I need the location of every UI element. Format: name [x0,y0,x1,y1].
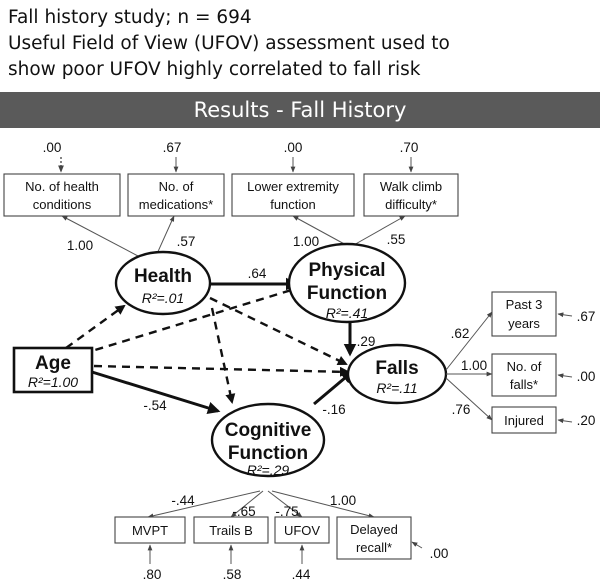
loading-line-delayed [271,490,375,518]
svg-text:Past 3: Past 3 [506,297,543,312]
coef-age-cognitive: -.54 [143,398,167,413]
finding-line: show poor UFOV highly correlated to fall… [8,59,421,80]
error-arrow-past3 [557,312,573,318]
path-health-cognitive [210,307,236,404]
svg-text:difficulty*: difficulty* [385,197,437,212]
loading-delayed: 1.00 [330,493,356,508]
error-arrow-delayed [411,541,423,549]
error-arrow-injured [557,418,573,424]
svg-text:Delayed: Delayed [350,522,398,537]
results-banner: Results - Fall History [0,92,600,128]
coef-cognitive-falls: -.16 [322,402,345,417]
svg-text:R²=.29: R²=.29 [247,462,290,478]
path-cognitive-falls [313,370,354,406]
error-past3: .67 [577,309,596,324]
loading-mvpt: -.44 [171,493,195,508]
coef-physical-falls: .29 [357,334,376,349]
header: Fall history study; n = 694 Useful Field… [0,0,600,92]
loading-line-past3 [445,311,493,371]
indicator-nfalls: No. of falls* [491,353,557,397]
construct-physical-function: Physical Function R²=.41 [287,242,407,324]
path-diagram: .00 .67 .00 .70 No. of health conditions… [3,140,596,582]
loading-walk-climb: .55 [387,232,406,247]
loading-line-ufov [267,490,303,518]
indicator-medications: No. of medications* [127,173,225,217]
loading-line-health-conditions [61,215,139,257]
loading-injured: .76 [452,402,471,417]
svg-text:Cognitive: Cognitive [225,420,312,441]
construct-cognitive-function: Cognitive Function R²=.29 [210,402,326,478]
indicator-delayed-recall: Delayed recall* [336,516,412,560]
indicator-ufov: UFOV [274,516,330,544]
svg-text:R²=.41: R²=.41 [326,305,368,321]
svg-text:Function: Function [228,443,308,464]
svg-text:Health: Health [134,266,192,287]
error-lower-extremity: .00 [284,140,303,155]
svg-text:MVPT: MVPT [132,523,168,538]
error-nfalls: .00 [577,369,596,384]
svg-text:Falls: Falls [375,358,418,379]
error-arrow-nfalls [557,373,573,379]
svg-text:R²=.11: R²=.11 [376,380,417,396]
error-trailsb: .58 [223,567,242,582]
loading-nfalls: 1.00 [461,358,487,373]
indicator-past3: Past 3 years [491,291,557,337]
path-age-physical [81,285,300,356]
error-medications: .67 [163,140,182,155]
svg-text:Injured: Injured [504,413,544,428]
svg-text:Lower extremity: Lower extremity [247,179,339,194]
svg-text:Trails B: Trails B [209,523,253,538]
svg-text:Age: Age [35,353,71,374]
svg-text:No. of: No. of [159,179,194,194]
svg-text:conditions: conditions [33,197,92,212]
error-injured: .20 [577,413,596,428]
indicator-health-conditions: No. of health conditions [3,173,121,217]
loading-line-injured [445,377,493,421]
assessment-line: Useful Field of View (UFOV) assessment u… [8,33,450,54]
svg-text:No. of health: No. of health [25,179,99,194]
loading-line-trailsb [230,490,264,518]
error-ufov: .44 [292,567,311,582]
svg-text:UFOV: UFOV [284,523,320,538]
svg-text:recall*: recall* [356,540,392,555]
svg-text:medications*: medications* [139,197,213,212]
indicator-trails-b: Trails B [193,516,269,544]
error-walk-climb: .70 [400,140,419,155]
svg-text:No. of: No. of [507,359,542,374]
loading-trailsb: -.65 [232,504,255,519]
construct-falls: Falls R²=.11 [346,343,448,405]
svg-text:years: years [508,316,540,331]
svg-text:Walk climb: Walk climb [380,179,442,194]
svg-text:Function: Function [307,283,387,304]
study-line: Fall history study; n = 694 [8,7,252,28]
loading-ufov: -.75 [275,504,298,519]
indicator-injured: Injured [491,406,557,434]
error-delayed: .00 [430,546,449,561]
path-age-falls [93,364,351,377]
path-age-cognitive [91,370,221,415]
loading-line-medications [155,215,175,257]
loading-medications: .57 [177,234,196,249]
indicator-lower-extremity: Lower extremity function [231,173,355,217]
indicator-mvpt: MVPT [114,516,186,544]
construct-age: Age R²=1.00 [12,346,94,394]
indicator-walk-climb: Walk climb difficulty* [363,173,459,217]
loading-past3: .62 [451,326,470,341]
svg-text:function: function [270,197,316,212]
svg-text:Physical: Physical [308,260,385,281]
svg-text:R²=1.00: R²=1.00 [28,374,78,390]
loading-line-walk-climb [351,215,406,247]
svg-text:falls*: falls* [510,377,538,392]
path-health-falls [209,296,348,366]
loading-health-conditions: 1.00 [67,238,93,253]
path-age-health [65,304,126,349]
coef-health-physical: .64 [248,266,267,281]
construct-health: Health R²=.01 [114,250,212,316]
loading-line-lower-extremity [292,215,349,247]
svg-text:R²=.01: R²=.01 [142,290,184,306]
loading-line-mvpt [147,490,261,519]
error-mvpt: .80 [143,567,162,582]
loading-lower-extremity: 1.00 [293,234,319,249]
error-health-conditions: .00 [43,140,62,155]
